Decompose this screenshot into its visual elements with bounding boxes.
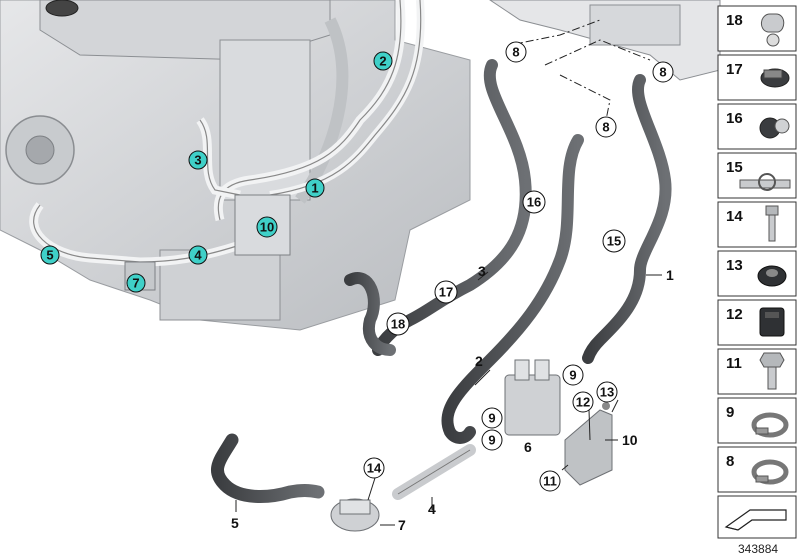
mounting-bracket	[564, 402, 613, 486]
label-4: 4	[428, 501, 436, 517]
label-5: 5	[231, 515, 239, 531]
svg-text:16: 16	[726, 110, 743, 127]
callout-10: 10	[256, 216, 278, 238]
svg-text:17: 17	[726, 61, 743, 78]
sidebar-item-15: 15	[717, 152, 797, 199]
hose-clip-icon	[761, 13, 785, 47]
svg-text:9: 9	[488, 433, 495, 448]
part-callouts: 8 8 8 16 15 17 18 9	[363, 41, 674, 492]
callout-8-right: 8	[652, 61, 674, 83]
svg-text:17: 17	[439, 285, 453, 300]
sidebar-item-14: 14	[717, 201, 797, 248]
svg-text:2: 2	[379, 54, 386, 69]
callout-12: 12	[572, 391, 594, 413]
sidebar-item-13: 13	[717, 250, 797, 297]
callout-14: 14	[363, 457, 385, 479]
svg-text:5: 5	[46, 248, 53, 263]
callout-18: 18	[386, 312, 410, 336]
callout-9-middle: 9	[481, 407, 503, 429]
leader-lines	[235, 271, 662, 526]
label-10: 10	[622, 432, 638, 448]
svg-text:18: 18	[726, 12, 743, 29]
label-1: 1	[666, 267, 674, 283]
callout-5: 5	[40, 245, 60, 265]
svg-text:8: 8	[659, 65, 666, 80]
rubber-mount-icon	[759, 307, 785, 337]
svg-text:13: 13	[726, 257, 743, 274]
hose-clamp-icon	[751, 459, 789, 485]
sidebar-item-12: 12	[717, 299, 797, 346]
svg-text:11: 11	[543, 474, 557, 489]
hose-clamp-icon	[751, 412, 789, 438]
callout-8-top: 8	[505, 41, 527, 63]
bracket-clamp-icon	[739, 173, 791, 191]
callout-7: 7	[126, 273, 146, 293]
svg-text:12: 12	[576, 395, 590, 410]
callout-11: 11	[539, 470, 561, 492]
svg-text:13: 13	[600, 385, 614, 400]
hose-2	[441, 134, 584, 444]
svg-text:3: 3	[194, 153, 201, 168]
hex-bolt-icon	[759, 352, 785, 390]
sidebar-arrow-box	[717, 495, 797, 539]
hose-5	[211, 433, 325, 503]
svg-text:7: 7	[132, 276, 139, 291]
vehicle-heater-core	[489, 0, 721, 126]
cable-tie-clip-icon	[760, 68, 790, 88]
svg-text:9: 9	[488, 411, 495, 426]
svg-text:15: 15	[607, 234, 621, 249]
callout-13: 13	[596, 381, 618, 403]
svg-text:18: 18	[391, 317, 405, 332]
svg-text:14: 14	[726, 208, 743, 225]
svg-text:9: 9	[569, 368, 576, 383]
svg-text:8: 8	[726, 453, 734, 470]
label-7: 7	[398, 517, 406, 533]
callout-2: 2	[373, 51, 393, 71]
callout-9-upper: 9	[562, 364, 584, 386]
callout-15: 15	[602, 229, 626, 253]
svg-text:15: 15	[726, 159, 743, 176]
hose-1	[582, 74, 672, 364]
svg-text:8: 8	[512, 45, 519, 60]
sidebar-item-11: 11	[717, 348, 797, 395]
callout-3: 3	[188, 150, 208, 170]
svg-text:1: 1	[311, 181, 318, 196]
callout-9-lower: 9	[481, 429, 503, 451]
callout-4: 4	[188, 245, 208, 265]
callout-1: 1	[305, 178, 325, 198]
label-6: 6	[524, 439, 532, 455]
arrow-left-icon	[724, 509, 787, 531]
svg-text:12: 12	[726, 306, 743, 323]
sidebar-item-16: 16	[717, 103, 797, 150]
rubber-grommet-icon	[757, 265, 787, 287]
callout-8-middle: 8	[595, 116, 617, 138]
label-2: 2	[475, 353, 483, 369]
svg-text:10: 10	[260, 220, 274, 235]
pipe-holder-clip-icon	[759, 117, 790, 139]
callout-16: 16	[522, 190, 546, 214]
heater-valve	[504, 359, 561, 436]
reference-number: 343884	[738, 542, 778, 556]
svg-text:9: 9	[726, 404, 734, 421]
callout-17: 17	[434, 280, 458, 304]
sidebar-item-18: 18	[717, 5, 797, 52]
engine-illustration	[0, 0, 471, 331]
svg-text:11: 11	[726, 355, 742, 372]
sidebar-item-9: 9	[717, 397, 797, 444]
svg-text:8: 8	[602, 120, 609, 135]
brand-emblem-icon	[45, 0, 79, 17]
sidebar-item-17: 17	[717, 54, 797, 101]
label-3: 3	[478, 263, 486, 279]
svg-text:14: 14	[367, 461, 382, 476]
plain-labels: 3 1 2 6 10 5 4 7	[231, 263, 674, 533]
engine-callouts: 2 3 1 10 5 4 7	[40, 51, 393, 293]
sidebar-item-8: 8	[717, 446, 797, 493]
svg-text:16: 16	[527, 195, 541, 210]
auxiliary-water-pump	[330, 498, 380, 532]
svg-text:4: 4	[194, 248, 202, 263]
parts-sidebar: 18 17 16 15	[717, 5, 797, 539]
screw-icon	[765, 205, 779, 242]
